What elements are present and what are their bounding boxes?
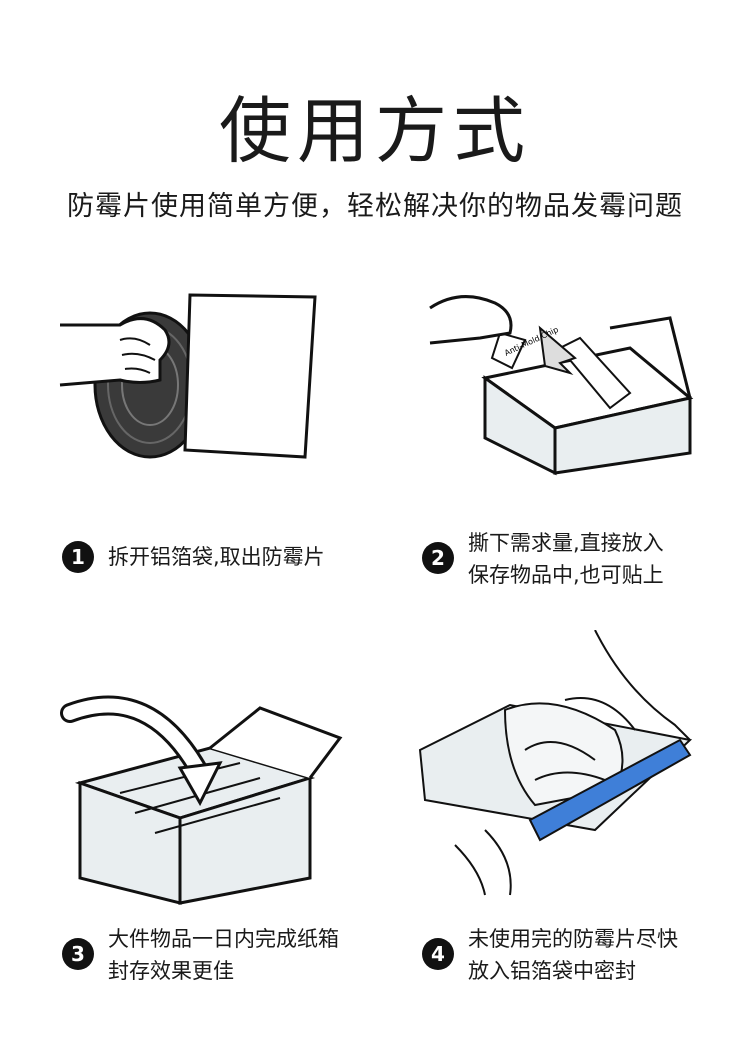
open-pouch-illustration [50,285,330,465]
seal-pouch-illustration [415,630,700,900]
step-number-badge: 1 [62,541,94,573]
step-description: 未使用完的防霉片尽快 放入铝箔袋中密封 [468,927,678,983]
step-description: 大件物品一日内完成纸箱 封存效果更佳 [108,927,339,983]
step-3: 3 大件物品一日内完成纸箱 封存效果更佳 [62,923,339,987]
step-number-badge: 3 [62,938,94,970]
step-1: 1 拆开铝箔袋,取出防霉片 [62,541,325,573]
step-description: 拆开铝箔袋,取出防霉片 [108,545,325,569]
step-number-badge: 4 [422,938,454,970]
step-4: 4 未使用完的防霉片尽快 放入铝箔袋中密封 [422,923,678,987]
step-description: 撕下需求量,直接放入 保存物品中,也可贴上 [468,531,664,587]
step-2: 2 撕下需求量,直接放入 保存物品中,也可贴上 [422,527,664,591]
page-title: 使用方式 [218,89,531,173]
page-subtitle: 防霉片使用简单方便，轻松解决你的物品发霉问题 [67,191,683,222]
seal-box-illustration [60,688,350,908]
place-chip-illustration: Anti-Mold Chip [420,288,700,478]
step-number-badge: 2 [422,542,454,574]
